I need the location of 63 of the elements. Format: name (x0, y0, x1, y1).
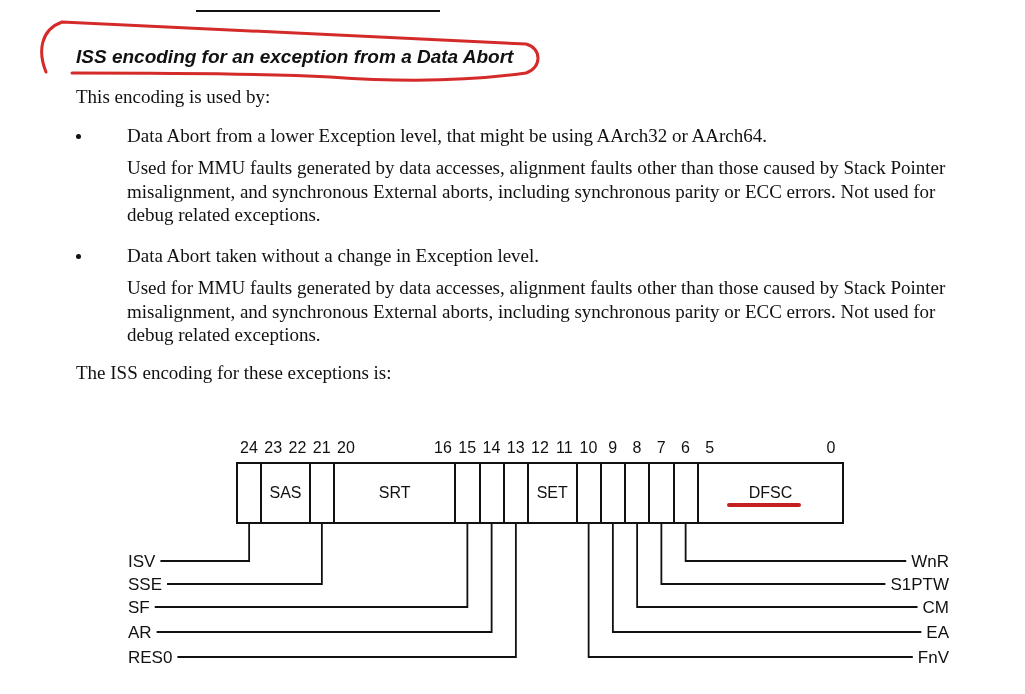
leader-line (612, 523, 923, 633)
bit-number: 6 (681, 439, 690, 457)
field-label: SSE (128, 574, 163, 594)
field-label: AR (128, 622, 152, 642)
bit-number: 24 (240, 439, 258, 457)
bit-number: 12 (531, 439, 549, 457)
bit-number: 15 (458, 439, 477, 457)
bit-number: 20 (337, 439, 355, 457)
register-bit-field (502, 462, 529, 524)
register-bit-field (454, 462, 481, 524)
register-bit-field (478, 462, 505, 524)
bit-number: 21 (312, 439, 331, 457)
leader-line (660, 523, 887, 585)
register-bit-field (672, 462, 699, 524)
bit-number: 13 (506, 439, 525, 457)
field-label: FnV (917, 647, 949, 667)
leader-line (166, 523, 323, 585)
bit-number: 11 (555, 439, 573, 457)
bit-number: 10 (579, 439, 598, 457)
leader-line (684, 523, 908, 562)
register-bit-field (575, 462, 602, 524)
bit-number: 0 (826, 439, 836, 457)
register-bit-field (624, 462, 651, 524)
leader-line (587, 523, 914, 658)
field-name: SET (536, 484, 568, 502)
bit-number: 5 (705, 439, 715, 457)
register-field (260, 462, 311, 524)
bit-number: 22 (288, 439, 307, 457)
body-text: The ISS encoding for these exceptions is: (76, 361, 392, 385)
leader-line (159, 523, 251, 562)
field-label: ISV (128, 551, 156, 571)
field-label: CM (922, 597, 949, 617)
register-bit-field (648, 462, 675, 524)
heading: ISS encoding for an exception from a Data Abort (76, 46, 514, 68)
bit-number: 7 (656, 439, 666, 457)
bit-number: 16 (434, 439, 452, 457)
bit-number: 8 (632, 439, 642, 457)
field-name: DFSC (748, 484, 793, 502)
bit-number: 23 (264, 439, 283, 457)
field-label: S1PTW (890, 574, 949, 594)
bit-number: 14 (482, 439, 501, 457)
register-field (696, 462, 845, 524)
field-label: SF (128, 597, 150, 617)
field-label: EA (926, 622, 949, 642)
register-bit-field (236, 462, 263, 524)
body-text: This encoding is used by: (76, 85, 271, 109)
field-name: SAS (269, 484, 302, 502)
bit-number: 9 (608, 439, 618, 457)
list-item-text: Data Abort from a lower Exception level, that might be using AArch32 or AArch64. (127, 124, 768, 148)
leader-line (155, 523, 493, 633)
field-name: SRT (378, 484, 411, 502)
register-bit-field (599, 462, 626, 524)
paragraph: Used for MMU faults generated by data accesses, alignment faults other than those caused by Stack Pointer misalignment, and synchronous External aborts, including synchronous parity or ECC errors. Not used for debug related exceptions. (127, 156, 947, 227)
field-label: RES0 (128, 647, 173, 667)
list-item-text: Data Abort taken without a change in Exception level. (127, 244, 540, 268)
register-field (333, 462, 457, 524)
leader-line (176, 523, 517, 658)
field-label: WnR (911, 551, 949, 571)
register-bit-field (308, 462, 335, 524)
leader-line (153, 523, 469, 608)
leader-line (636, 523, 919, 608)
paragraph: Used for MMU faults generated by data accesses, alignment faults other than those caused by Stack Pointer misalignment, and synchronous External aborts, including synchronous parity or ECC errors. Not used for debug related exceptions. (127, 276, 947, 347)
register-field (527, 462, 578, 524)
